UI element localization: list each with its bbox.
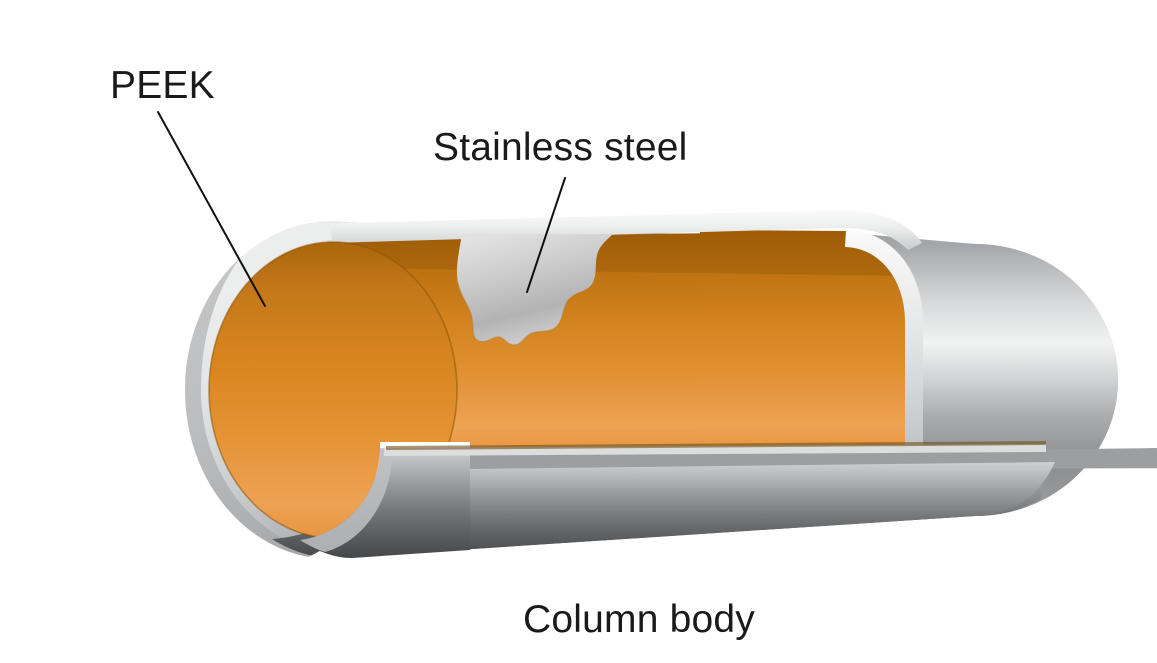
stainless-steel-label: Stainless steel [433, 126, 688, 169]
peek-leader-line [157, 111, 266, 307]
inner-bore-rim [845, 230, 923, 448]
exposed-steel-patch [456, 234, 613, 345]
cut-plane-seam [386, 441, 1046, 450]
top-cut-rim [310, 210, 922, 250]
column-body-caption: Column body [523, 598, 755, 641]
cutaway-interior [208, 210, 1157, 560]
stainless-steel-leader-line [526, 177, 566, 293]
steel-patch-shadow [457, 282, 570, 346]
upper-left-inner-rim [222, 222, 332, 298]
callout-leader-lines [157, 111, 566, 307]
peek-bore-right-arc [700, 230, 917, 448]
peek-label: PEEK [110, 64, 215, 107]
notch-edge-highlight [300, 448, 392, 552]
left-rim-shading [185, 258, 332, 559]
